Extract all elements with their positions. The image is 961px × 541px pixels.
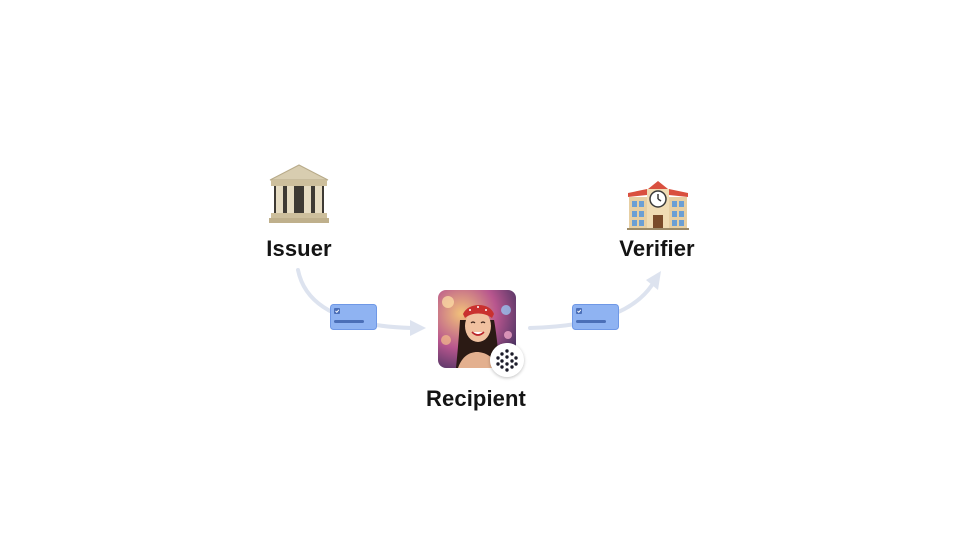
recipient-avatar <box>438 290 524 377</box>
school-building-icon <box>627 181 689 230</box>
issuer-label: Issuer <box>266 236 332 261</box>
verifier-label: Verifier <box>619 236 695 261</box>
dotted-pattern-logo-icon <box>490 343 524 377</box>
classical-building-icon <box>269 164 329 223</box>
credential-card-icon <box>572 304 619 330</box>
credential-card-icon <box>330 304 377 330</box>
arrowhead-issuer-to-recipient <box>410 320 426 336</box>
recipient-label: Recipient <box>426 386 526 411</box>
arrowhead-recipient-to-verifier <box>646 271 661 290</box>
